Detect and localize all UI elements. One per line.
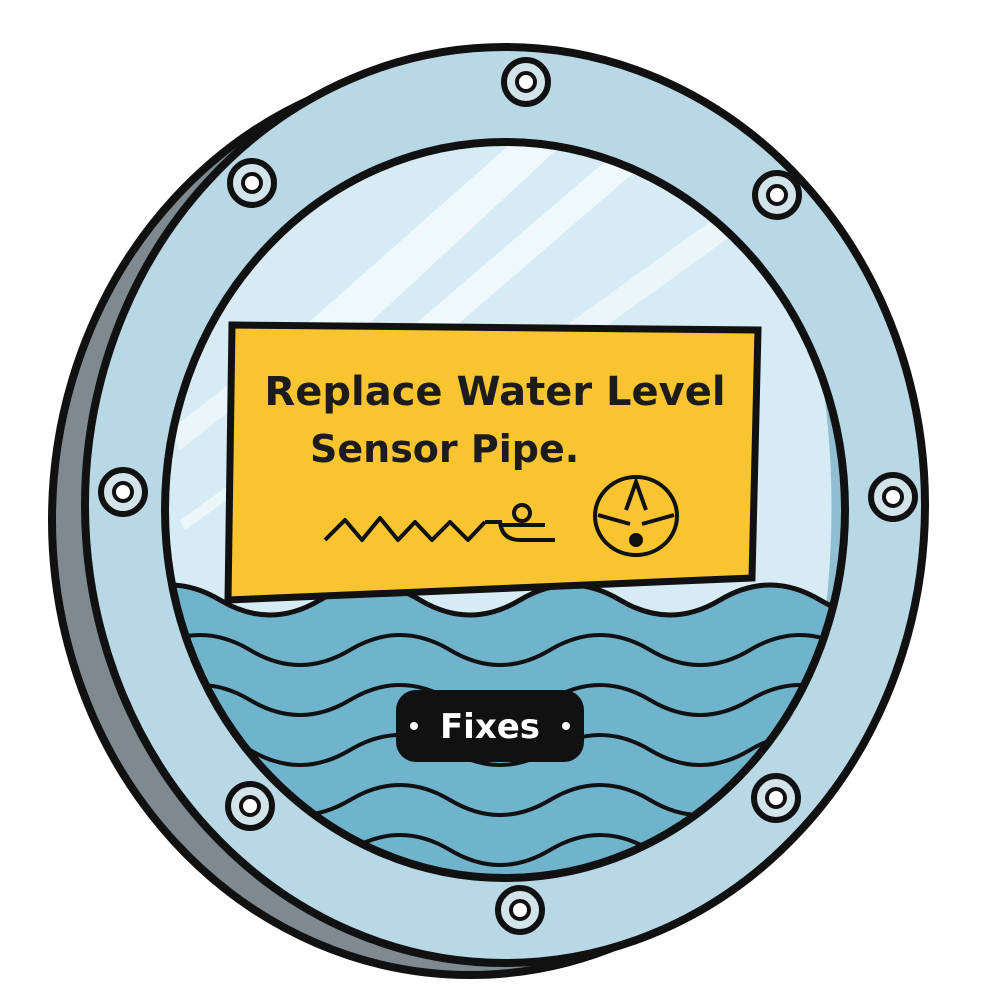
fixes-badge-label: Fixes xyxy=(440,707,540,747)
bolt-icon xyxy=(225,781,275,831)
bolt-icon xyxy=(751,773,801,823)
bolt-icon xyxy=(495,885,545,935)
sign-line-2: Sensor Pipe. xyxy=(310,427,579,471)
bolt-icon xyxy=(98,467,148,517)
wave-squiggle-icon xyxy=(323,516,487,542)
fixes-badge: Fixes xyxy=(396,690,584,762)
float-sensor-icon xyxy=(485,503,555,542)
sign-line-1: Replace Water Level xyxy=(264,369,725,415)
bolt-icon xyxy=(868,472,918,522)
warning-sign: Replace Water Level Sensor Pipe. xyxy=(224,321,762,604)
flange-bolts xyxy=(98,57,918,935)
bolt-icon xyxy=(752,170,802,220)
level-gauge-icon xyxy=(593,475,679,557)
bolt-icon xyxy=(501,57,551,107)
bolt-icon xyxy=(227,158,277,208)
